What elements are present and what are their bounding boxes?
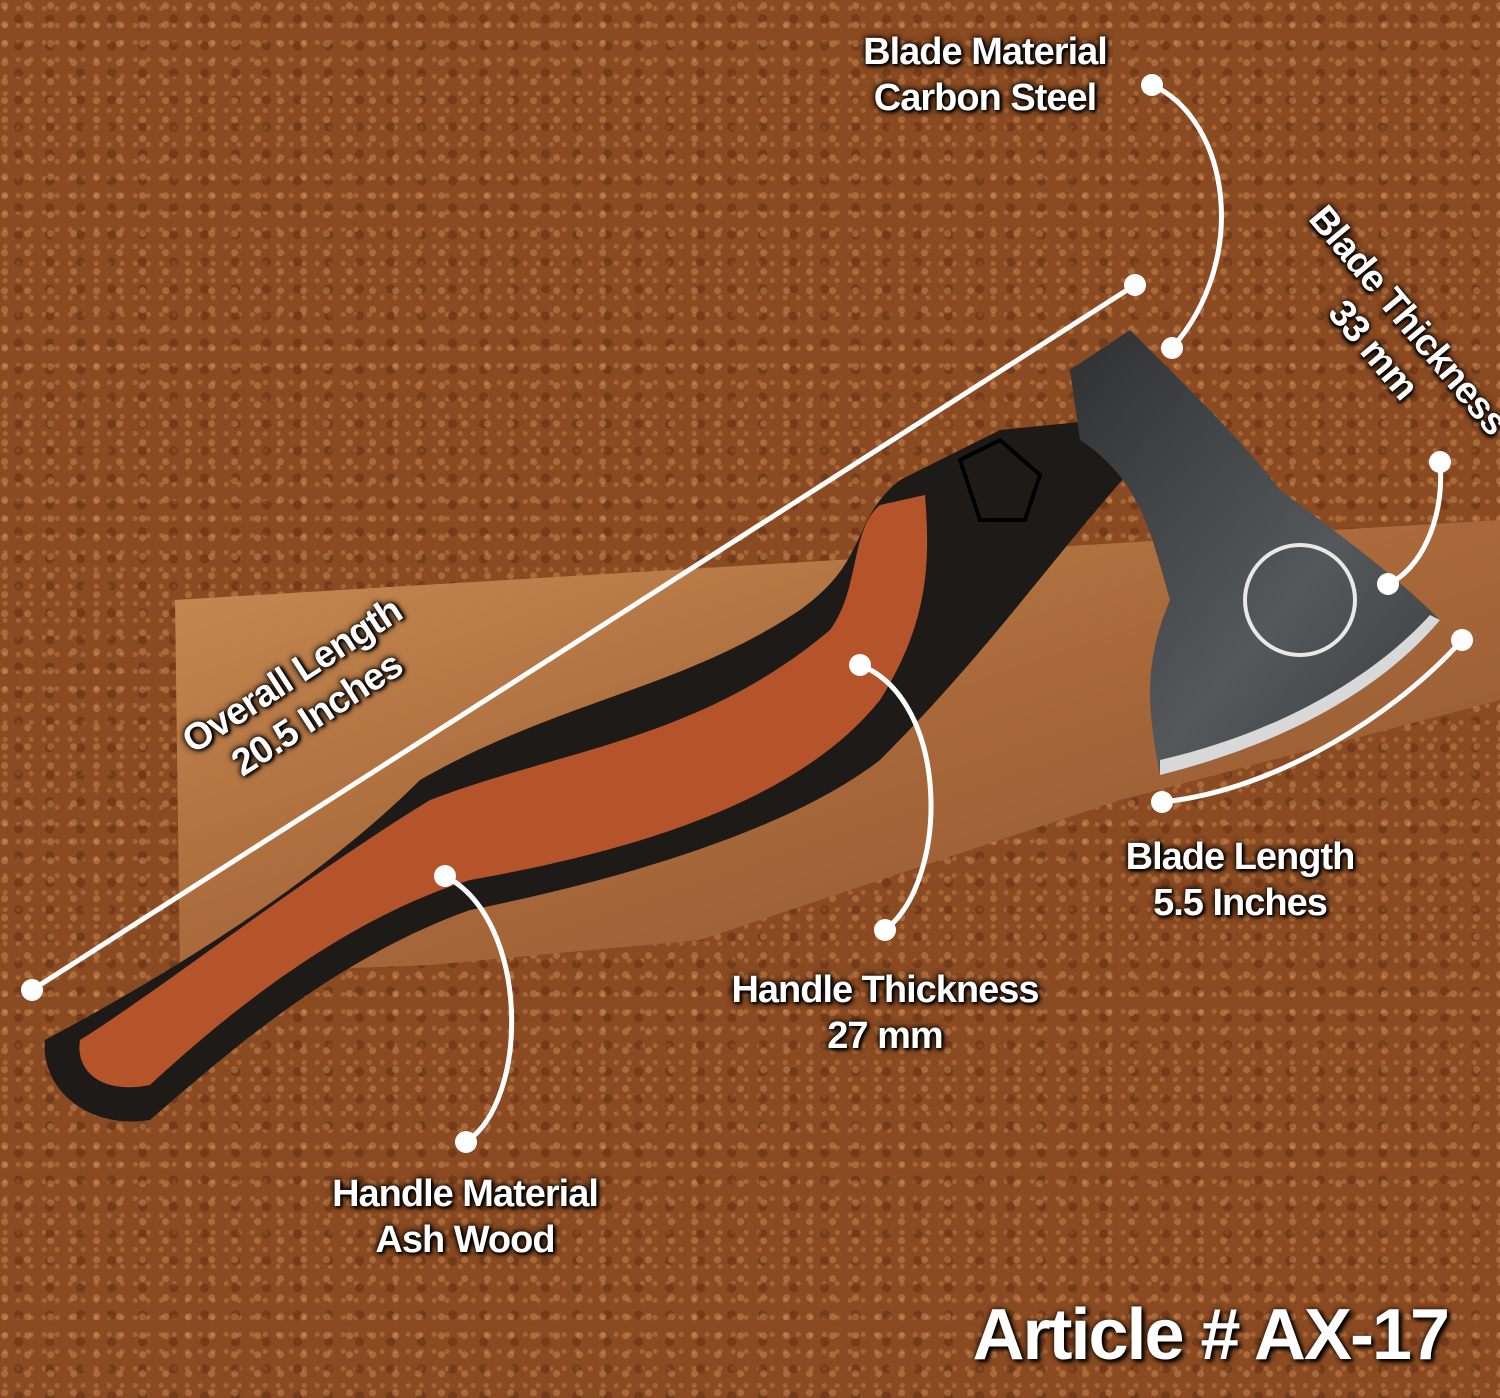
axe-head xyxy=(1070,330,1440,775)
blade-length-label: Blade Length 5.5 Inches xyxy=(1100,835,1380,926)
article-number: Article # AX-17 xyxy=(972,1295,1450,1375)
label-value: 5.5 Inches xyxy=(1153,881,1328,924)
label-title: Blade Material xyxy=(863,31,1108,73)
label-value: Carbon Steel xyxy=(873,76,1097,119)
handle-material-label: Handle Material Ash Wood xyxy=(310,1172,620,1263)
handle-thickness-label: Handle Thickness 27 mm xyxy=(710,968,1060,1059)
vegvisir-engraving xyxy=(1243,543,1357,657)
label-title: Handle Thickness xyxy=(731,969,1039,1011)
valknut-engraving xyxy=(957,437,1043,522)
annotation-dots xyxy=(21,74,1473,1153)
annotation-lines xyxy=(30,82,1464,1145)
label-value: Ash Wood xyxy=(375,1218,555,1261)
label-value: 27 mm xyxy=(827,1014,943,1057)
blade-material-label: Blade Material Carbon Steel xyxy=(840,30,1130,121)
axe-handle xyxy=(44,420,1140,1122)
label-title: Handle Material xyxy=(332,1173,599,1215)
label-title: Blade Length xyxy=(1125,836,1356,878)
